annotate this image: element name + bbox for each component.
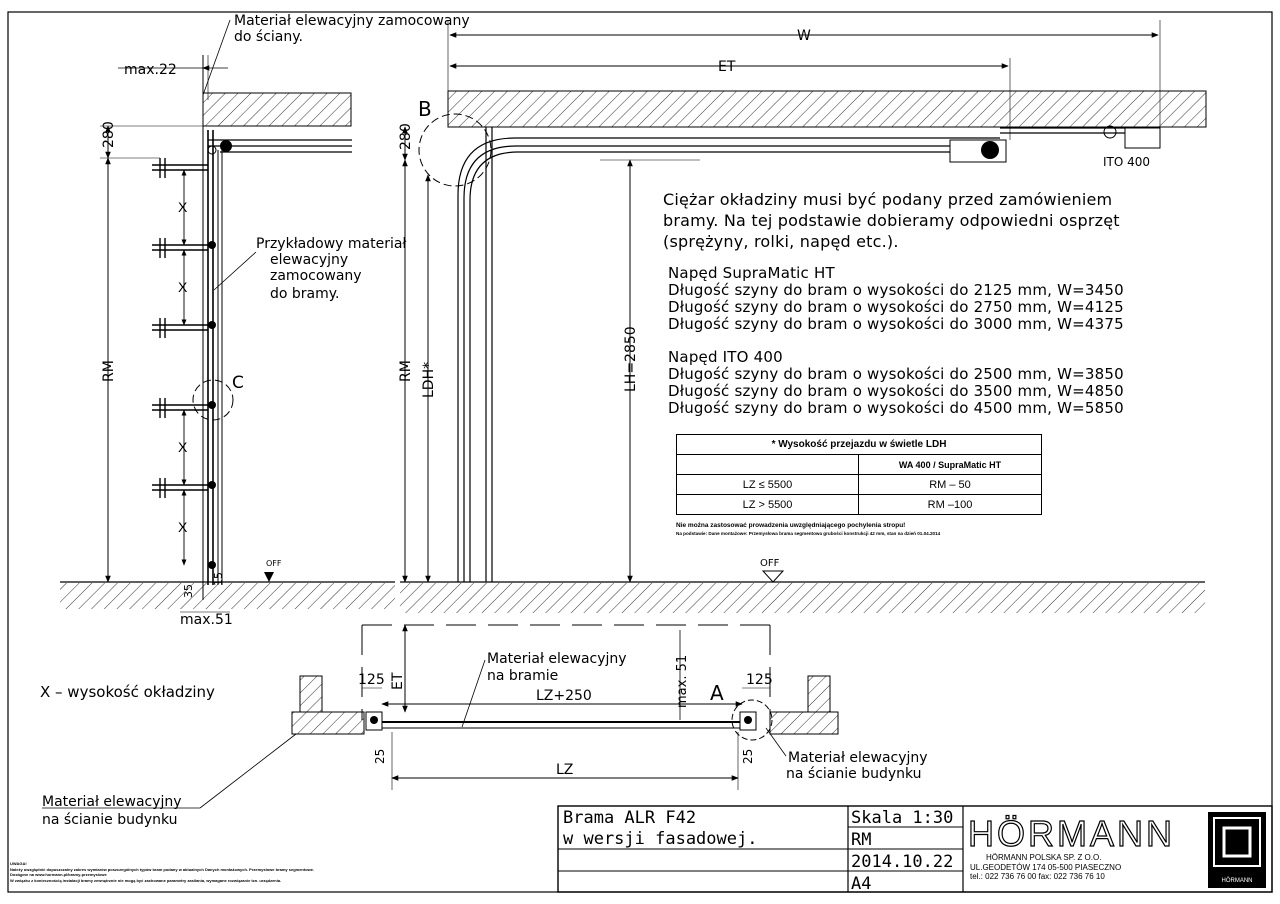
w-dim: W <box>797 28 811 44</box>
ldh-table-column-header: WA 400 / SupraMatic HT <box>858 454 1042 475</box>
weight-note-line: (sprężyny, rolki, napęd etc.). <box>663 232 899 251</box>
lz-dim: LZ <box>556 762 573 778</box>
ldh-dim: LDH* <box>421 362 437 398</box>
weight-note-line: bramy. Na tej podstawie dobieramy odpowi… <box>663 211 1120 230</box>
ldh-table-empty-cell <box>676 454 859 475</box>
dim-125-left: 125 <box>358 672 385 688</box>
right-floor-hatch <box>400 583 1205 613</box>
format-label: A4 <box>851 874 871 894</box>
max51-plan-dim: max. 51 <box>675 655 690 708</box>
company-address: UL.GEODETÓW 174 05-500 PIASECZNO <box>970 862 1122 872</box>
gate-material-line2: elewacyjny <box>270 252 348 268</box>
ldh-row-value: RM –100 <box>858 494 1042 515</box>
company-info: HÖRMANN POLSKA SP. Z O.O. UL.GEODETÓW 17… <box>970 853 1121 882</box>
ldh-table-notes: Nie można zastosować prowadzenia uwzględ… <box>676 522 940 537</box>
dim-125-right: 125 <box>746 672 773 688</box>
ito400-label: ITO 400 <box>1103 155 1150 169</box>
plan-wall-material-line2: na ścianie budynku <box>786 766 922 782</box>
scale-label: Skala 1:30 <box>851 808 953 828</box>
rm-dim-left: RM <box>101 360 117 382</box>
title-block: Brama ALR F42 w wersji fasadowej. Skala … <box>557 805 1273 894</box>
hormann-logo-icon <box>1222 826 1252 858</box>
company-name: HÖRMANN POLSKA SP. Z O.O. <box>986 853 1102 862</box>
detail-b-label: B <box>418 97 432 121</box>
ldh-note: Na podstawie: Dane montażowe: Przemysłow… <box>676 531 941 536</box>
hormann-brand: HÖRMANN <box>968 813 1175 854</box>
rm-dim-mid: RM <box>398 360 414 382</box>
et-plan-dim: ET <box>390 672 406 690</box>
sheet-frame <box>7 11 1273 893</box>
ldh-row-value: RM – 50 <box>858 474 1042 495</box>
lh-dim: LH=2850 <box>623 326 639 392</box>
ldh-table: * Wysokość przejazdu w świetle LDH WA 40… <box>676 434 1042 515</box>
title-line2: w wersji fasadowej. <box>563 829 757 849</box>
x-dim-label: X <box>178 279 188 295</box>
bottom-note: Dostępne na www.hormann.pl/bramy-przemys… <box>10 872 107 878</box>
drive-line: Długość szyny do bram o wysokości do 275… <box>668 298 1124 316</box>
bottom-note: W związku z koniecznością instalacji bra… <box>10 877 282 883</box>
gate-material-line3: zamocowany <box>270 268 362 284</box>
drive-ito400: Napęd ITO 400 Długość szyny do bram o wy… <box>668 349 1124 417</box>
plan-gate-material-line1: Materiał elewacyjny <box>487 651 627 667</box>
x-legend: X – wysokość okładziny <box>40 683 215 701</box>
drive-title: Napęd ITO 400 <box>668 348 783 366</box>
dim-280-mid: 280 <box>398 123 414 150</box>
ldh-note: Nie można zastosować prowadzenia uwzględ… <box>676 522 906 529</box>
left-wall-material-line2: na ścianie budynku <box>42 812 178 828</box>
dim-25-right: 25 <box>741 749 755 764</box>
wall-material-line1: Materiał elewacyjny zamocowany <box>234 13 470 29</box>
ldh-table-title: * Wysokość przejazdu w świetle LDH <box>676 434 1042 455</box>
max51-label: max.51 <box>180 612 233 628</box>
drive-line: Długość szyny do bram o wysokości do 250… <box>668 365 1124 383</box>
gate-material-line1: Przykładowy materiał <box>256 236 406 252</box>
rm-label: RM <box>851 830 871 850</box>
drive-supramatic: Napęd SupraMatic HT Długość szyny do bra… <box>668 265 1124 333</box>
drive-line: Długość szyny do bram o wysokości do 300… <box>668 315 1124 333</box>
weight-note-line: Ciężar okładziny musi być podany przed z… <box>663 190 1113 209</box>
bottom-notes: UWAGA! Należy uwzględnić dopuszczalny za… <box>10 861 314 883</box>
plan-gate-material-line2: na bramie <box>487 668 558 684</box>
detail-a-label: A <box>710 681 724 705</box>
bottom-note: Należy uwzględnić dopuszczalny zakres wy… <box>10 866 315 872</box>
left-wall-material-line1: Materiał elewacyjny <box>42 794 182 810</box>
drive-line: Długość szyny do bram o wysokości do 350… <box>668 382 1124 400</box>
dim-35: 35 <box>182 584 195 598</box>
off-right: OFF <box>760 558 780 569</box>
x-dim-label: X <box>178 519 188 535</box>
dim-15: 15 <box>212 572 225 586</box>
drive-title: Napęd SupraMatic HT <box>668 264 835 282</box>
wall-material-line2: do ściany. <box>234 29 303 45</box>
detail-c-label: C <box>232 373 244 393</box>
drive-line: Długość szyny do bram o wysokości do 450… <box>668 399 1124 417</box>
lz250-dim: LZ+250 <box>536 688 592 704</box>
logo-caption: HÖRMANN <box>1222 877 1253 884</box>
left-section: X X X X 280 RM max.22 Materiał elewacyjn… <box>60 13 470 628</box>
title-line1: Brama ALR F42 <box>563 808 696 828</box>
ldh-row-condition: LZ > 5500 <box>676 494 859 515</box>
dim-25-left: 25 <box>373 749 387 764</box>
gate-material-line4: do bramy. <box>270 286 340 302</box>
drive-line: Długość szyny do bram o wysokości do 212… <box>668 281 1124 299</box>
weight-note: Ciężar okładziny musi być podany przed z… <box>663 189 1120 252</box>
max22-label: max.22 <box>124 62 177 78</box>
plan-view: A ET max. 51 LZ+250 125 125 25 25 LZ Mat… <box>40 624 928 828</box>
date-label: 2014.10.22 <box>851 852 953 872</box>
left-lintel <box>202 92 352 127</box>
left-floor-hatch <box>60 583 395 609</box>
ldh-row-condition: LZ ≤ 5500 <box>676 474 859 495</box>
hormann-logo-box <box>1208 812 1266 888</box>
right-ceiling <box>447 90 1207 128</box>
middle-section: W ET ITO 400 B 280 RM LDH* LH=2850 <box>398 20 1207 613</box>
x-dim-label: X <box>178 439 188 455</box>
bottom-note: UWAGA! <box>10 861 27 866</box>
dim-280-left: 280 <box>101 121 117 148</box>
et-top-dim: ET <box>718 59 736 75</box>
x-dim-label: X <box>178 199 188 215</box>
company-phone: tel.: 022 736 76 00 fax: 022 736 76 10 <box>970 872 1105 881</box>
plan-wall-material-line1: Materiał elewacyjny <box>788 750 928 766</box>
off-left: OFF <box>266 559 282 568</box>
